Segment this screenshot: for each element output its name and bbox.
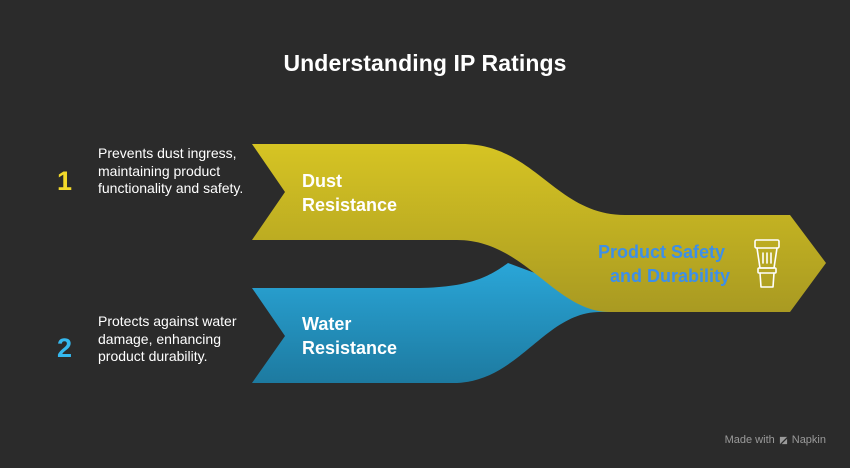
- dust-resistance-label: Dust Resistance: [302, 171, 397, 215]
- water-resistance-label: Water Resistance: [302, 314, 397, 358]
- product-safety-label: Product Safety and Durability: [598, 242, 730, 286]
- cup-icon: [754, 239, 780, 288]
- water-label-line2: Resistance: [302, 338, 397, 358]
- water-label-line1: Water: [302, 314, 351, 334]
- step-number-1: 1: [57, 166, 73, 196]
- result-label-line2: and Durability: [610, 266, 730, 286]
- step-description-1: Prevents dust ingress, maintaining produ…: [98, 145, 244, 196]
- watermark-brand: Napkin: [791, 434, 826, 446]
- step-number-2: 2: [57, 333, 73, 363]
- dust-label-line2: Resistance: [302, 195, 397, 215]
- dust-resistance-arrow: [252, 144, 826, 312]
- step-description-2: Protects against water damage, enhancing…: [98, 313, 237, 364]
- dust-label-line1: Dust: [302, 171, 342, 191]
- napkin-logo-icon: [779, 436, 787, 444]
- watermark[interactable]: Made with Napkin: [725, 434, 826, 446]
- water-resistance-arrow: [252, 263, 640, 383]
- page-title: Understanding IP Ratings: [283, 50, 567, 76]
- watermark-text: Made with: [724, 434, 775, 446]
- result-label-line1: Product Safety: [598, 242, 725, 262]
